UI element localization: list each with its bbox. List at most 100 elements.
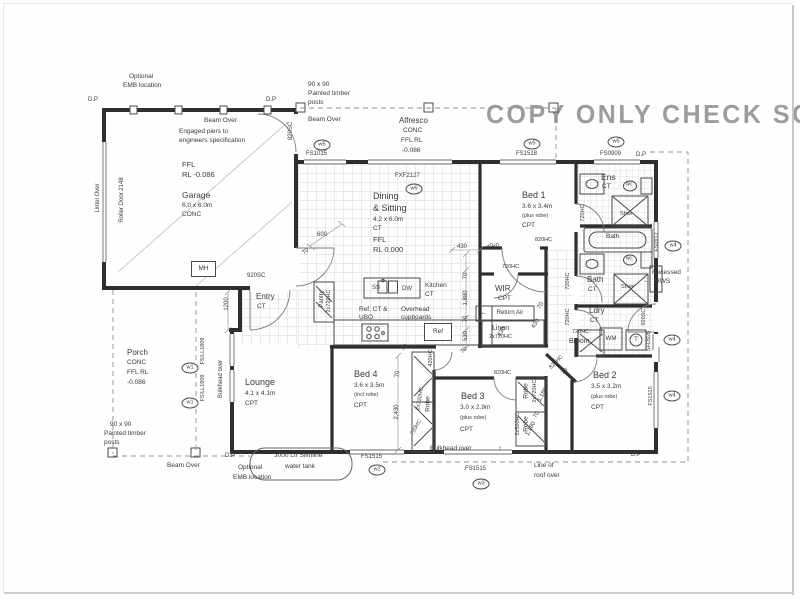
- wc-label: wc: [625, 181, 633, 188]
- ens-floor-label: CT: [602, 183, 611, 190]
- dim-label: 70: [536, 301, 546, 311]
- pantry-label: Pantry: [318, 290, 325, 308]
- scan-edge-top: [3, 3, 793, 4]
- dining-room-label: & Sitting: [373, 203, 407, 213]
- door-arcs: [249, 113, 657, 401]
- downpipe-label: D.P: [88, 97, 99, 103]
- shower-label: Shwr: [621, 284, 634, 290]
- bed1-robe-note: (plus robe): [522, 213, 549, 219]
- dim-label: 70: [400, 343, 410, 353]
- dim-label: 430: [457, 244, 468, 250]
- engaged-piers-note: engineers specification: [179, 137, 246, 144]
- posts-note: posts: [104, 439, 120, 446]
- entry-room-label: Entry: [256, 292, 275, 301]
- washing-machine-label: WM: [605, 335, 617, 342]
- beam-over-note: Beam Over: [167, 462, 200, 469]
- hall-floor-tiles: [548, 250, 576, 354]
- window-marker: w1: [181, 397, 199, 409]
- water-tank-label: water tank: [285, 463, 315, 470]
- bed2-floor-label: CPT: [591, 404, 604, 411]
- window-code: FS0912: [654, 232, 661, 252]
- wall-openings: [100, 114, 660, 456]
- dim-label: 70: [462, 272, 469, 280]
- lounge-room-label: Lounge: [245, 377, 276, 387]
- return-air-label: Return Air: [496, 309, 524, 316]
- bed4-robe-note: (incl robe): [354, 392, 379, 398]
- bulkhead-note: Bulkhead over: [430, 445, 472, 452]
- dimension-lines: [224, 220, 484, 454]
- pantry-label: 2x720HC: [326, 289, 333, 313]
- garage-room-label: Garage: [182, 190, 211, 200]
- window-code: FS/LL1809: [200, 337, 207, 365]
- sink-label: SS: [372, 285, 381, 291]
- dining-floor-label: CT: [373, 225, 382, 232]
- wir-room-label: WIR: [495, 284, 511, 293]
- lounge-floor-label: CPT: [245, 400, 258, 407]
- beam-over-note: Beam Over: [308, 116, 341, 123]
- window-code: FS1015: [306, 151, 328, 157]
- bed4-floor-label: CPT: [354, 402, 367, 409]
- ldry-room-label: Ldry: [589, 306, 605, 315]
- dining-room-label: Dining: [373, 191, 399, 201]
- laundry-tub-label: T: [634, 336, 638, 343]
- garage-ffl-label: FFL: [182, 160, 196, 169]
- window-code: FS1515: [648, 386, 655, 406]
- window-marker: w6: [405, 183, 423, 195]
- bed1-floor-label: CPT: [522, 222, 535, 229]
- overhead-cupboards-note: cupboards: [401, 314, 432, 321]
- dim-label: 2,430: [393, 404, 400, 420]
- alfresco-ffl-label: -0.086: [402, 147, 421, 154]
- dishwasher-label: DW: [402, 286, 412, 292]
- dim-label: 70: [492, 242, 502, 252]
- dining-ffl-label: RL 0.000: [373, 245, 404, 254]
- bulkhead-note: Bulkhead over: [217, 359, 224, 399]
- dim-label: 70: [532, 410, 542, 420]
- bathtub-label: Bath: [606, 233, 620, 240]
- lounge-size-label: 4.1 x 4.1m: [245, 390, 276, 397]
- roof-line-note: roof over: [534, 472, 560, 479]
- window-code: FS1515: [361, 454, 383, 460]
- bath-floor-label: CT: [588, 286, 597, 293]
- window-marker: w5: [523, 138, 541, 150]
- door-code: 720HC: [502, 264, 520, 270]
- door-code: 820HC: [535, 237, 553, 243]
- kitchen-room-label: Kitchen: [425, 282, 447, 289]
- engaged-piers-note: Engaged piers to: [179, 128, 229, 135]
- shower-label: Shwr: [620, 211, 633, 217]
- dining-ffl-label: FFL: [373, 235, 387, 244]
- scan-edge-left: [3, 3, 4, 593]
- ldry-floor-label: CT: [590, 317, 599, 324]
- downpipe-label: D.P: [631, 452, 642, 458]
- wc-label: wc: [625, 255, 633, 262]
- dim-label: 70: [462, 315, 469, 323]
- window-marker: w5: [607, 136, 625, 148]
- dim-label: 1200: [223, 297, 230, 311]
- bed2-size-label: 3.5 x 3.2m: [591, 383, 622, 390]
- downpipe-label: D.P: [225, 453, 236, 459]
- bed2-room-label: Bed 2: [593, 370, 617, 380]
- lintel-over-label: Lintel Over: [94, 183, 101, 213]
- window-marker: w5: [313, 139, 331, 151]
- return-air-arrow: ←: [480, 309, 488, 317]
- dim-label: 70: [560, 367, 570, 377]
- window-code: FXF2127: [395, 173, 420, 179]
- posts-note: 90 x 90: [308, 81, 330, 88]
- beam-over-note: Beam Over: [204, 117, 237, 124]
- hws-note: HWS: [655, 278, 671, 285]
- alfresco-floor-label: CONC: [403, 127, 423, 134]
- garage-ffl-label: RL -0.086: [182, 170, 215, 179]
- porch-floor-label: CONC: [127, 359, 147, 366]
- garage-floor-label: CONC: [182, 211, 202, 218]
- door-code: 820HC: [494, 370, 512, 376]
- window-marker: w2: [368, 464, 386, 476]
- door-code: 820SC: [287, 121, 294, 141]
- posts-note: posts: [308, 99, 324, 106]
- door-code: 720HC: [565, 272, 572, 290]
- dim-label: 430: [530, 318, 542, 330]
- door-code: 920SC: [641, 308, 648, 326]
- door-code: SFD926: [646, 330, 653, 352]
- dining-floor-tiles: [298, 164, 478, 347]
- roller-door-label: Roller Door 2148: [118, 177, 125, 223]
- linen-label: Linen: [492, 325, 510, 332]
- broom-label: Broom: [569, 338, 590, 345]
